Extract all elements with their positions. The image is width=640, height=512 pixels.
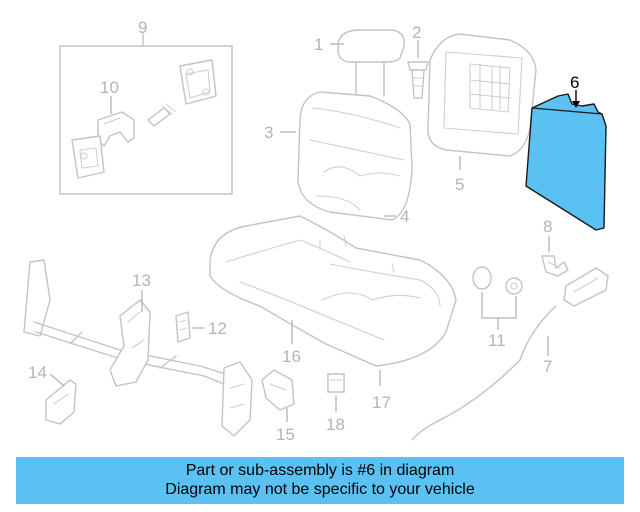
callout-14: 14	[28, 363, 47, 382]
callout-1: 1	[314, 35, 323, 54]
part-headrest	[337, 29, 405, 97]
part-seatback-cover	[297, 91, 413, 221]
info-banner: Part or sub-assembly is #6 in diagram Di…	[16, 457, 624, 504]
callout-11: 11	[488, 331, 506, 350]
callout-12: 12	[208, 319, 227, 338]
part-18-clip	[327, 373, 345, 393]
arrow-11	[481, 292, 517, 319]
part-headrest-guide	[407, 61, 429, 99]
part-11-caps	[472, 266, 523, 295]
part-15-bracket	[261, 369, 295, 411]
callout-15: 15	[276, 425, 295, 444]
parts-diagram: 9 10 1 2 3 4 5 6 8 7 11 13 12 14 16 17 1…	[23, 18, 609, 444]
callout-13: 13	[132, 271, 151, 290]
part-group-box-9	[59, 33, 233, 195]
callout-16: 16	[282, 347, 301, 366]
arrow-14	[49, 373, 65, 387]
part-seatback-frame	[427, 33, 537, 157]
part-seat-frame	[23, 259, 253, 437]
callout-6: 6	[570, 73, 579, 92]
callout-18: 18	[326, 415, 345, 434]
arrow-6-head	[572, 101, 580, 108]
callout-17: 17	[372, 393, 391, 412]
callout-5: 5	[455, 175, 464, 194]
callout-9: 9	[138, 18, 147, 37]
callout-10: 10	[100, 78, 119, 97]
part-seat-cushion	[209, 215, 457, 367]
part-7-lever-cable	[411, 267, 609, 441]
callout-8: 8	[543, 217, 552, 236]
callout-7: 7	[543, 357, 552, 376]
banner-line-disclaimer: Diagram may not be specific to your vehi…	[165, 481, 475, 498]
part-12-bracket	[175, 311, 191, 343]
banner-line-part: Part or sub-assembly is #6 in diagram	[185, 462, 455, 479]
part-6-highlighted-panel	[525, 93, 607, 231]
callout-4: 4	[400, 207, 409, 226]
callout-3: 3	[264, 123, 273, 142]
part-8-knob	[541, 255, 569, 277]
callout-2: 2	[412, 23, 421, 42]
